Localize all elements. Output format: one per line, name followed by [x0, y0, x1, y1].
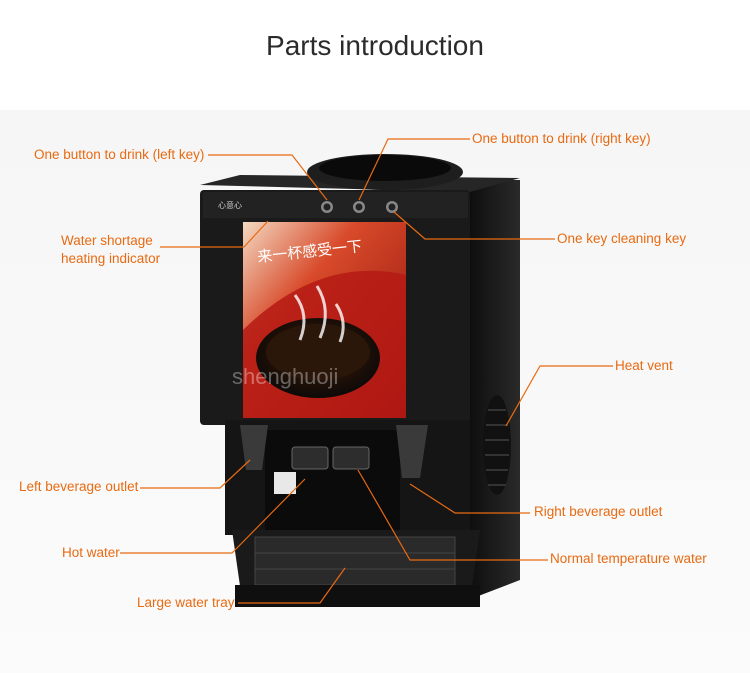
left-drink-button[interactable]: [321, 201, 333, 213]
heat-vent-grille: [483, 395, 511, 495]
label-right-outlet: Right beverage outlet: [534, 504, 663, 519]
leader-right-outlet: [409, 483, 530, 514]
label-water-indicator-line1: Water shortage: [61, 233, 153, 248]
machine-base: [235, 585, 480, 607]
label-water-indicator-line2: heating indicator: [61, 251, 161, 266]
leader-right-key: [358, 138, 470, 201]
control-strip: [203, 192, 468, 218]
brand-logo-text: 心意心: [218, 200, 242, 210]
right-drink-button[interactable]: [353, 201, 365, 213]
watermark-text: shenghuoji: [232, 364, 338, 389]
leader-water-indicator: [160, 220, 269, 248]
leader-normal-water: [357, 469, 548, 561]
label-right-key: One button to drink (right key): [472, 131, 651, 146]
leader-heat-vent: [505, 365, 613, 427]
leader-lines: [120, 138, 613, 604]
right-beverage-outlet: [396, 425, 428, 478]
tray-grid: [254, 536, 456, 586]
label-hot-water: Hot water: [62, 545, 120, 560]
label-left-key: One button to drink (left key): [34, 147, 205, 162]
leader-hot-water: [120, 478, 306, 554]
leader-water-tray: [238, 567, 346, 604]
label-water-tray: Large water tray: [137, 595, 235, 610]
cleaning-button[interactable]: [386, 201, 398, 213]
label-left-outlet: Left beverage outlet: [19, 479, 139, 494]
leader-left-outlet: [140, 459, 251, 489]
label-cleaning-key: One key cleaning key: [557, 231, 687, 246]
machine-side-panel: [468, 180, 520, 600]
label-normal-water: Normal temperature water: [550, 551, 707, 566]
top-funnel-opening: [319, 155, 451, 181]
hot-water-button[interactable]: [291, 446, 329, 470]
normal-water-button[interactable]: [332, 446, 370, 470]
left-beverage-outlet: [240, 425, 268, 470]
page-title: Parts introduction: [266, 30, 484, 61]
leader-left-key: [208, 154, 328, 201]
water-sticker: [274, 472, 296, 494]
leader-cleaning-key: [393, 211, 555, 240]
steam-icon: [293, 285, 345, 343]
label-heat-vent: Heat vent: [615, 358, 673, 373]
coffee-surface: [266, 324, 370, 380]
